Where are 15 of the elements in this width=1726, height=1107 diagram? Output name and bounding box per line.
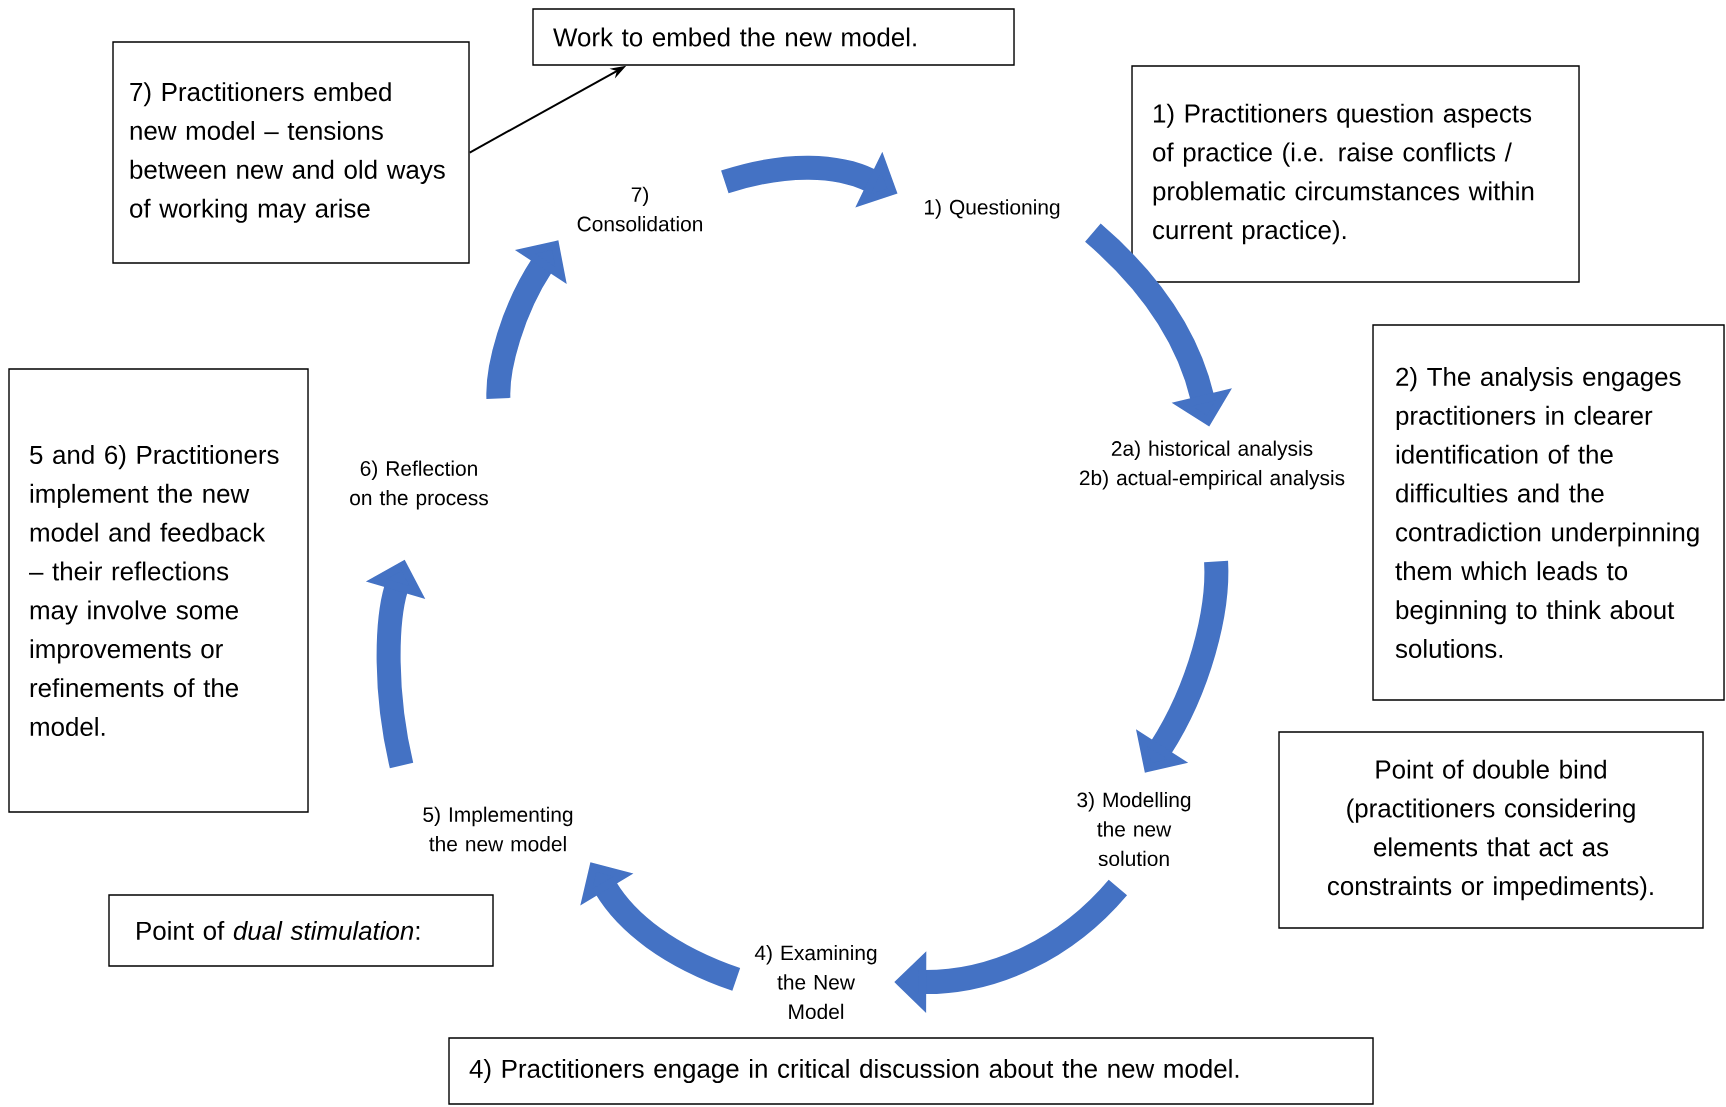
stage-label: 1) Questioning (925, 199, 1060, 219)
text-box: Point of dual stimulation: (108, 894, 494, 967)
stage-label: 7) Consolidation (577, 186, 702, 232)
stage-label: 3) Modelling the new solution (1077, 791, 1191, 867)
stage-label: 4) Examining the New Model (754, 944, 877, 1020)
text-box: Work to embed the new model. (532, 8, 1015, 66)
text-box: 5 and 6) Practitioners implement the new model and feedback – their reflections may involve some improvements or refinements of the model. (8, 368, 309, 813)
stage-label: 5) Implementing the new model (423, 806, 573, 852)
stage-label: 2a) historical analysis 2b) actual-empirical analysis (1079, 440, 1345, 490)
text-box: Point of double bind (practitioners considering elements that act as constraints or impediments). (1278, 731, 1704, 929)
text-box: 7) Practitioners embed new model – tensions between new and old ways of working may arise (112, 41, 470, 264)
text-box: 1) Practitioners question aspects of practice (i.e. raise conflicts / problematic circumstances within current practice). (1131, 65, 1580, 283)
text-box: 4) Practitioners engage in critical discussion about the new model. (448, 1037, 1374, 1105)
text-box: 2) The analysis engages practitioners in clearer identification of the difficulties and the contradiction underpinning them which leads to beginning to think about solutions. (1372, 324, 1725, 701)
stage-label: 6) Reflection on the process (350, 460, 488, 510)
